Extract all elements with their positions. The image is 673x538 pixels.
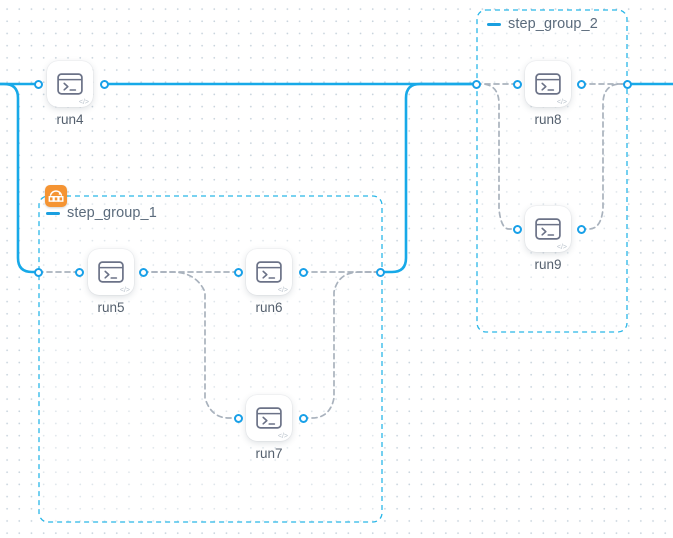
node-label-run9: run9 [534,257,562,272]
terminal-icon [57,73,83,95]
node-label-run6: run6 [255,300,283,315]
handle-run5-source[interactable] [74,267,84,277]
node-run9[interactable]: </> run9 [525,206,571,272]
handle-run4-target[interactable] [99,79,109,89]
group-box-step-group-1[interactable] [38,195,383,523]
node-run4[interactable]: </> run4 [47,61,93,127]
node-run5[interactable]: </> run5 [88,249,134,315]
collapse-toggle-step-group-2[interactable] [487,22,501,26]
handle-run8-source[interactable] [512,79,522,89]
node-card-run6[interactable]: </> [246,249,292,295]
terminal-icon [256,407,282,429]
code-glyph-run7: </> [277,433,288,440]
group-name-step-group-1: step_group_1 [67,205,157,221]
node-card-run8[interactable]: </> [525,61,571,107]
code-glyph-run4: </> [78,99,89,106]
edge-group1-to-main [378,82,478,274]
node-label-run5: run5 [97,300,125,315]
group-name-step-group-2: step_group_2 [508,16,598,32]
terminal-icon [256,261,282,283]
code-glyph-run8: </> [556,99,567,106]
terminal-icon [98,261,124,283]
edge-run9-to-exit [580,83,628,230]
code-glyph-run5: </> [119,287,130,294]
node-label-run7: run7 [255,446,283,461]
edge-group2-entry-run9 [475,83,518,230]
handle-group1-entry[interactable] [33,267,43,277]
terminal-icon [535,218,561,240]
node-label-run4: run4 [56,112,84,127]
group-badge-step-group-1[interactable] [45,185,67,207]
handle-run9-target[interactable] [576,224,586,234]
handle-run7-source[interactable] [233,413,243,423]
node-card-run9[interactable]: </> [525,206,571,252]
edge-run7-to-exit [302,271,381,419]
handle-run9-source[interactable] [512,224,522,234]
handle-run7-target[interactable] [298,413,308,423]
node-label-run8: run8 [534,112,562,127]
terminal-icon [535,73,561,95]
edge-in-to-group1 [0,82,40,274]
node-card-run7[interactable]: </> [246,395,292,441]
handle-group2-entry[interactable] [471,79,481,89]
node-run6[interactable]: </> run6 [246,249,292,315]
handle-group2-exit[interactable] [622,79,632,89]
group-box-step-group-2[interactable] [476,9,628,333]
node-card-run4[interactable]: </> [47,61,93,107]
handle-group1-exit[interactable] [375,267,385,277]
handle-run4-source[interactable] [33,79,43,89]
handle-run5-target[interactable] [138,267,148,277]
code-glyph-run9: </> [556,244,567,251]
edge-run5-to-run7 [142,271,239,419]
handle-run8-target[interactable] [576,79,586,89]
collapse-toggle-step-group-1[interactable] [46,211,60,215]
handle-run6-target[interactable] [298,267,308,277]
node-run7[interactable]: </> run7 [246,395,292,461]
group-label-step-group-2[interactable]: step_group_2 [487,16,598,32]
group-label-step-group-1[interactable]: step_group_1 [46,205,157,221]
parallel-steps-icon [48,190,64,202]
node-run8[interactable]: </> run8 [525,61,571,127]
handle-run6-source[interactable] [233,267,243,277]
code-glyph-run6: </> [277,287,288,294]
node-card-run5[interactable]: </> [88,249,134,295]
